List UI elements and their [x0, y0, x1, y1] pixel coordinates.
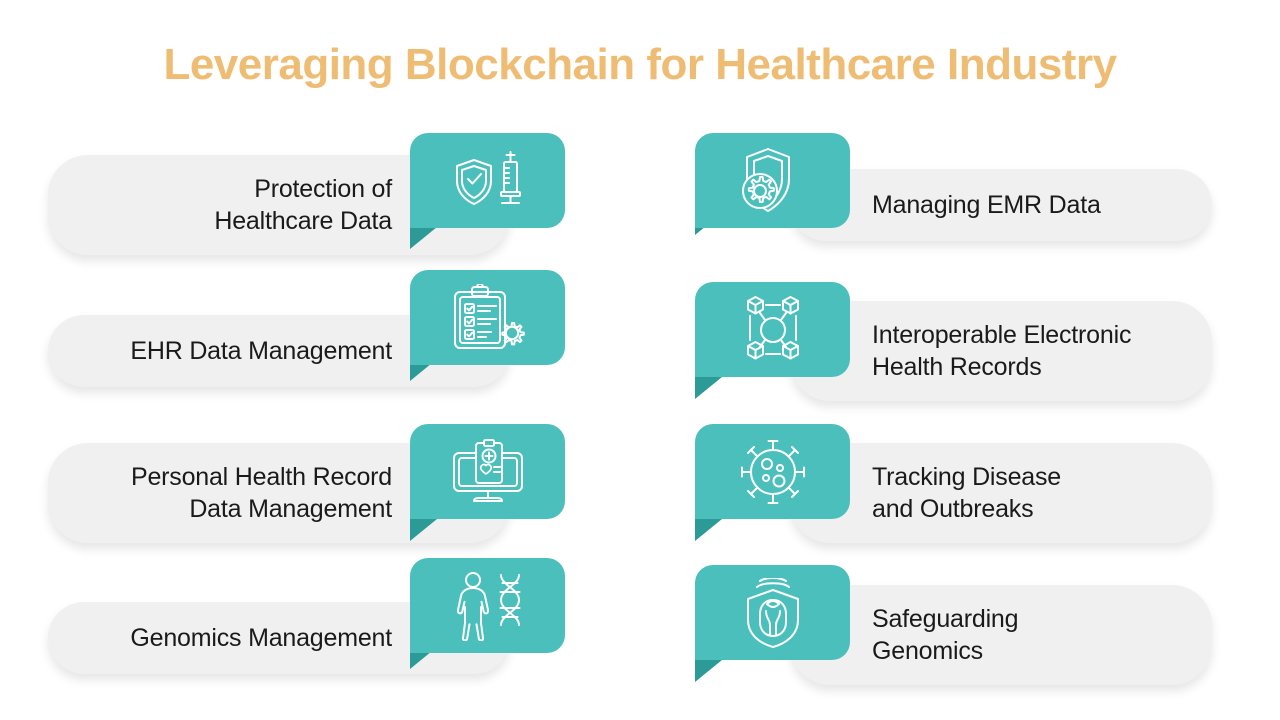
card-icon-badge	[410, 558, 565, 653]
card-icon-badge	[695, 424, 850, 519]
card-label: Interoperable Electronic Health Records	[872, 321, 1132, 381]
card-icon-badge	[695, 282, 850, 377]
blockchain-network-cubes-icon	[737, 295, 809, 365]
card-label: Genomics Management	[130, 624, 392, 652]
shield-genomics-icon	[741, 577, 805, 648]
card-body: Tracking Disease and Outbreaks	[790, 443, 1212, 543]
card-icon-badge	[410, 133, 565, 228]
card-icon-badge	[410, 424, 565, 519]
person-dna-helix-icon	[449, 571, 527, 641]
card-body: Interoperable Electronic Health Records	[790, 301, 1212, 401]
monitor-medical-record-icon	[448, 438, 528, 505]
card-icon-badge	[695, 133, 850, 228]
card-icon-badge	[695, 565, 850, 660]
card-label: EHR Data Management	[130, 337, 392, 365]
card-label: Personal Health Record Data Management	[130, 463, 392, 523]
card-body: Safeguarding Genomics	[790, 585, 1212, 685]
page-title: Leveraging Blockchain for Healthcare Ind…	[163, 40, 1117, 89]
card-body: Managing EMR Data	[790, 169, 1212, 241]
card-label: Safeguarding Genomics	[872, 605, 1019, 665]
card-icon-badge	[410, 270, 565, 365]
card-label: Managing EMR Data	[872, 191, 1101, 219]
card-label: Protection of Healthcare Data	[214, 175, 392, 235]
shield-gear-icon	[738, 146, 808, 216]
clipboard-checklist-gear-icon	[451, 283, 525, 352]
shield-check-syringe-icon	[449, 150, 527, 212]
card-label: Tracking Disease and Outbreaks	[872, 463, 1061, 523]
virus-icon	[738, 437, 808, 507]
